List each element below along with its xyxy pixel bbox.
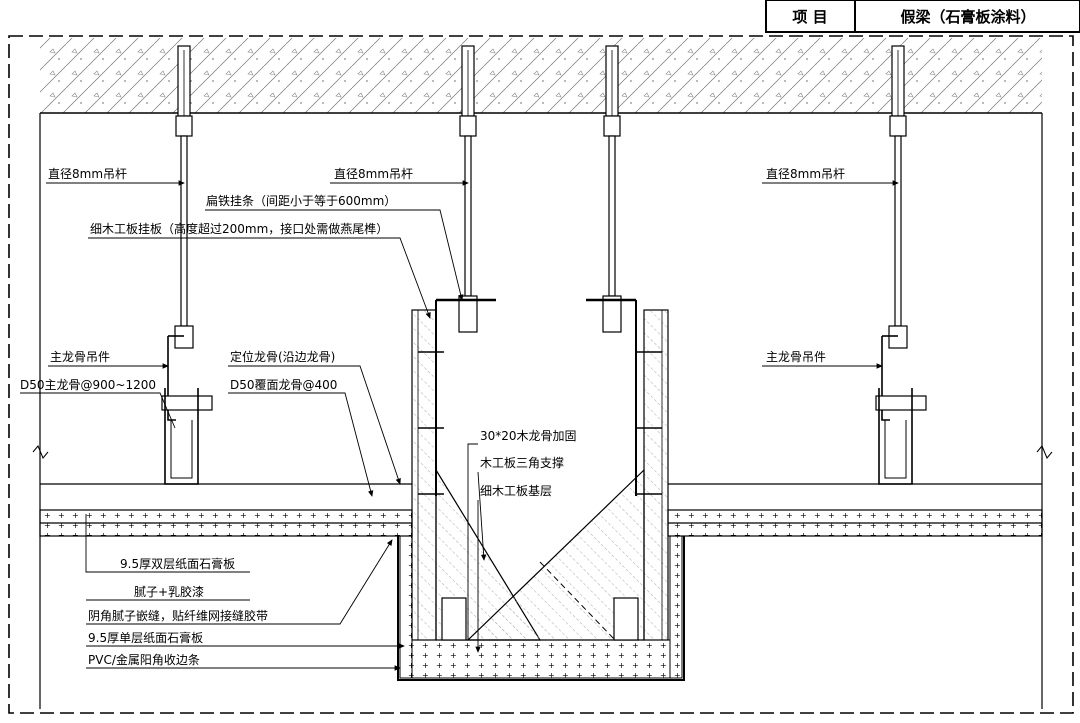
hanging-rod-3 [602, 45, 622, 333]
hanging-rod-1 [174, 45, 194, 349]
label-putty-paint: 腻子+乳胶漆 [134, 584, 204, 599]
title-item-value: 假梁（石膏板涂料） [900, 8, 1035, 26]
label-single-gypsum: 9.5厚单层纸面石膏板 [88, 630, 203, 645]
label-main-keel-hanger-right: 主龙骨吊件 [766, 350, 826, 364]
label-rod-middle: 直径8mm吊杆 [334, 167, 413, 181]
title-item-label: 项 目 [792, 8, 827, 26]
concrete-slab [40, 38, 1042, 114]
drawing-frame [8, 35, 1074, 714]
break-line-left [32, 445, 49, 459]
label-fine-board-hanger: 细木工板挂板（高度超过200mm，接口处需做燕尾榫） [90, 221, 388, 236]
main-keel-hanger-left [161, 335, 213, 485]
label-corner-putty: 阴角腻子嵌缝，贴纤维网接缝胶带 [88, 608, 268, 623]
false-beam [397, 298, 685, 681]
hanging-rods [174, 45, 908, 349]
title-block: 项 目 假梁（石膏板涂料） [765, 0, 1080, 33]
main-keel-hanger-right [875, 335, 927, 485]
ceiling-right [667, 483, 1043, 537]
hanging-rod-2 [458, 45, 478, 333]
label-main-keel-hanger-left: 主龙骨吊件 [50, 350, 110, 364]
label-double-gypsum: 9.5厚双层纸面石膏板 [120, 556, 235, 571]
label-triangle-support: 木工板三角支撑 [480, 455, 564, 470]
annotation-labels: 直径8mm吊杆 直径8mm吊杆 直径8mm吊杆 扁铁挂条（间距小于等于600mm… [20, 167, 845, 667]
label-cover-keel: D50覆面龙骨@400 [230, 378, 337, 392]
label-corner-trim: PVC/金属阳角收边条 [88, 652, 200, 667]
label-rod-left: 直径8mm吊杆 [48, 167, 127, 181]
label-edge-keel: 定位龙骨(沿边龙骨) [230, 349, 335, 364]
label-main-keel: D50主龙骨@900~1200 [20, 378, 156, 392]
label-rod-right: 直径8mm吊杆 [766, 167, 845, 181]
ceiling-left [39, 483, 413, 537]
leader-lines [20, 180, 899, 671]
label-flat-iron: 扁铁挂条（间距小于等于600mm） [206, 194, 396, 208]
hanging-rod-4 [888, 45, 908, 349]
break-line-right [1036, 445, 1053, 459]
label-wood-keel: 30*20木龙骨加固 [480, 429, 577, 443]
label-base-layer: 细木工板基层 [480, 484, 552, 498]
